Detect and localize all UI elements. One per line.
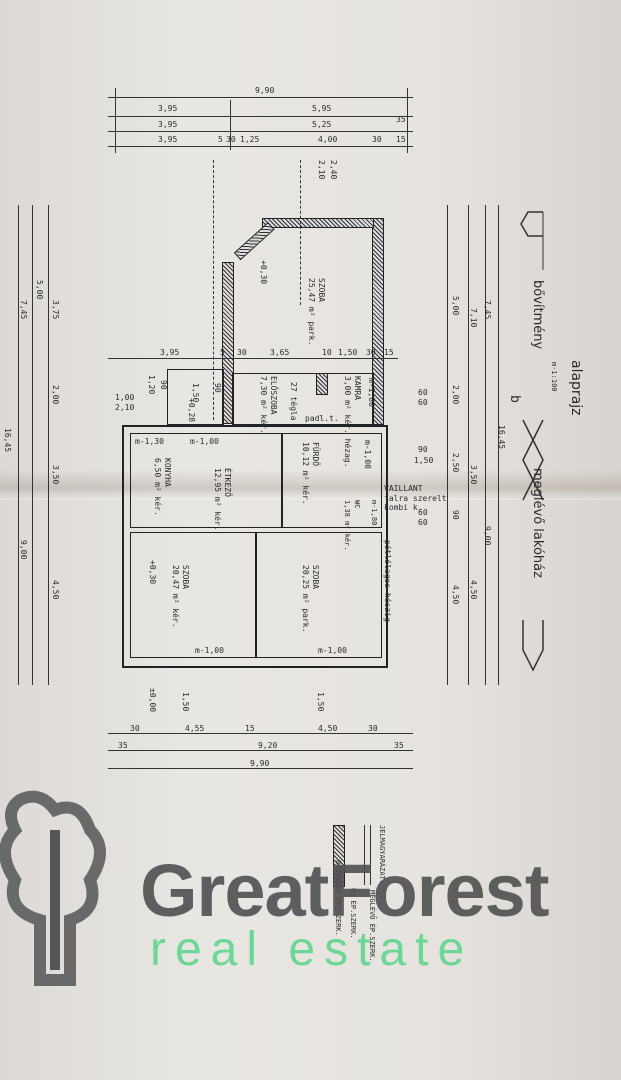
dim-text: 2,00	[51, 385, 60, 405]
dim-text: 3,65	[270, 348, 290, 357]
dim-text: 3,75	[51, 300, 60, 320]
dim-text: 1,50	[338, 348, 358, 357]
dim-text: 90	[213, 383, 222, 393]
dim-text: 9,00	[483, 526, 492, 546]
dim-text: 30	[226, 135, 236, 144]
note-boiler: kombi k.	[384, 503, 423, 512]
level-mark: +0,30	[148, 560, 157, 585]
dim-text: 1,50	[316, 692, 325, 712]
watermark-brand: GreatForest	[140, 849, 549, 932]
dim-text: 60	[418, 398, 428, 407]
level-mark: +0,30	[259, 260, 268, 285]
dim-text: 2,00	[451, 385, 460, 405]
dim-text: 5,95	[312, 104, 332, 113]
dim-text: 60	[418, 388, 428, 397]
level-mark: m-1,00	[363, 440, 372, 469]
dim-text: 5,25	[312, 120, 332, 129]
note-boiler: falra szerelt	[384, 494, 447, 503]
note-gap: pótlólagos hészig	[383, 540, 392, 622]
dim-text: 4,50	[318, 724, 338, 733]
note-door: padl.t.	[305, 414, 339, 423]
dim-text: 1,50	[414, 456, 434, 465]
logo-tree-key-icon	[0, 790, 106, 986]
dim-text: 15	[245, 724, 255, 733]
dim-text: 5	[220, 348, 225, 357]
dim-text: 4,50	[469, 580, 478, 600]
level-mark: m-1,30	[135, 437, 164, 446]
watermark-tagline: real estate	[150, 923, 474, 976]
dim-text: 7,45	[19, 300, 28, 320]
dim-text: 35	[396, 115, 406, 124]
dim-text: 35	[118, 741, 128, 750]
dim-text: 1,25	[240, 135, 260, 144]
note-brick: 27 tégla	[289, 382, 298, 421]
level-mark: +0,28	[187, 398, 196, 423]
level-mark: m-1,00	[318, 646, 347, 655]
dim-text: 3,95	[158, 120, 178, 129]
dim-text: 30	[237, 348, 247, 357]
level-mark: ±0,00	[148, 688, 157, 713]
plan-title: alaprajz	[568, 360, 584, 416]
dim-text: 5,00	[35, 280, 44, 300]
level-mark: m-1,80	[370, 500, 378, 526]
dim-text: 30	[372, 135, 382, 144]
dim-text: 15	[396, 135, 406, 144]
dim-text: 7,45	[483, 300, 492, 320]
dim-text: 90	[451, 510, 460, 520]
dim-text: 3,95	[158, 104, 178, 113]
dim-text: 16,45	[497, 425, 506, 450]
dim-text: 9,20	[258, 741, 278, 750]
level-mark: m-1,00	[195, 646, 224, 655]
dim-text: 4,00	[318, 135, 338, 144]
dim-text: 35	[394, 741, 404, 750]
note-boiler: VAILLANT	[384, 484, 423, 493]
dim-text: 1,50	[181, 692, 190, 712]
dim-text: 60	[418, 508, 428, 517]
dim-text: 60	[418, 518, 428, 527]
hatch-legend-arrows	[520, 211, 544, 672]
dim-text: 30	[130, 724, 140, 733]
dim-text: 15	[384, 348, 394, 357]
dim-text: 30	[366, 348, 376, 357]
dim-text: 9,90	[255, 86, 275, 95]
dim-text: 1,20	[147, 375, 156, 395]
dim-text: 1,00	[115, 393, 135, 402]
dim-text: 2,50	[451, 453, 460, 473]
dim-text: 3,50	[469, 465, 478, 485]
paper-fold	[0, 470, 621, 500]
dim-text: 4,50	[451, 585, 460, 605]
level-mark: m-1,80	[367, 378, 376, 407]
dim-text: 5,00	[451, 296, 460, 316]
dim-text: 3,95	[158, 135, 178, 144]
dim-text: 9,00	[19, 540, 28, 560]
dim-text: 90	[159, 380, 168, 390]
dim-text: 2,10	[115, 403, 135, 412]
dim-text: 5	[218, 135, 223, 144]
dim-text: 10	[322, 348, 332, 357]
dim-text: 4,55	[185, 724, 205, 733]
dim-text: 16,45	[3, 428, 12, 453]
dim-text: 9,90	[250, 759, 270, 768]
dim-text: 2,10	[317, 160, 326, 180]
dim-text: 2,40	[329, 160, 338, 180]
dim-text: 3,95	[160, 348, 180, 357]
dim-text: 30	[368, 724, 378, 733]
dim-text: 90	[418, 445, 428, 454]
dim-text: 4,50	[51, 580, 60, 600]
level-mark: m-1,00	[190, 437, 219, 446]
plan-scale: m-1:100	[550, 362, 558, 392]
dim-text: 7,10	[469, 308, 478, 328]
dim-text: 3,50	[51, 465, 60, 485]
